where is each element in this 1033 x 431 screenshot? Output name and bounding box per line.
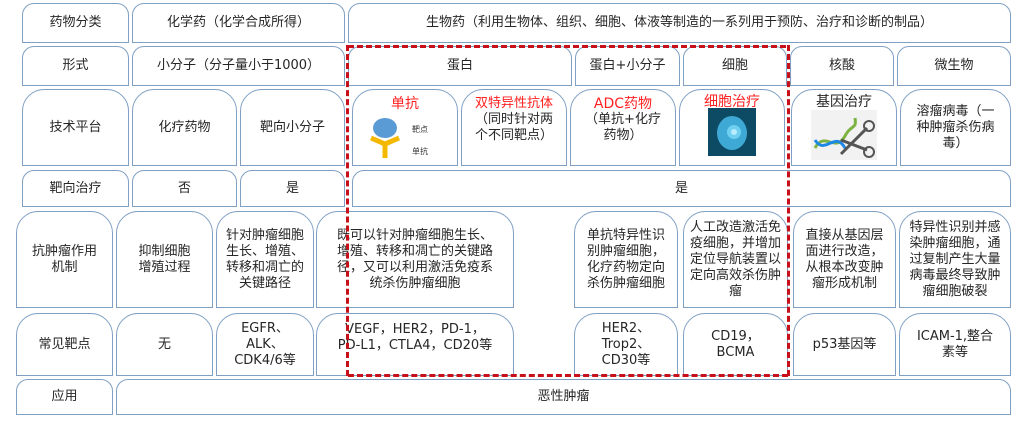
cell-targets-protein: VEGF，HER2，PD-1，PD-L1，CTLA4，CD20等 (316, 313, 514, 376)
cell-platform-oncolytic: 溶瘤病毒（一种肿瘤杀伤病毒） (900, 89, 1011, 166)
cell-form-nucleic-acid: 核酸 (790, 46, 894, 86)
row-label-form: 形式 (22, 46, 129, 86)
cell-image-icon (708, 108, 756, 156)
cell-form-protein-small: 蛋白+小分子 (575, 46, 680, 86)
cell-form-small-molecule: 小分子（分子量小于1000） (132, 46, 345, 86)
cell-targeted-bio: 是 (352, 170, 1011, 207)
cell-form-microbe: 微生物 (897, 46, 1011, 86)
bispecific-title: 双特异性抗体 (474, 96, 553, 111)
cell-mechanism-adc: 单抗特异性识别肿瘤细胞，化疗药物定向杀伤肿瘤细胞 (574, 211, 678, 308)
cell-platform-cell-therapy: 细胞治疗 (679, 89, 785, 166)
cell-form-cell: 细胞 (683, 46, 787, 86)
cell-targets-gene: p53基因等 (793, 313, 896, 376)
cell-targets-virus: ICAM-1,整合素等 (899, 313, 1011, 376)
bispecific-desc: （同时针对两个不同靶点） (474, 112, 553, 143)
target-label: 靶点 (412, 125, 428, 134)
cell-platform-adc: ADC药物 （单抗+化疗药物） (570, 89, 676, 166)
row-label-targets: 常见靶点 (16, 313, 113, 376)
antibody-icon (370, 118, 400, 158)
cell-platform-chemo: 化疗药物 (132, 89, 237, 166)
cell-targets-chemo: 无 (116, 313, 213, 376)
row-label-platform: 技术平台 (22, 89, 129, 166)
cell-mechanism-virus: 特异性识别并感染肿瘤细胞，通过复制产生大量病毒最终导致肿瘤细胞破裂 (899, 211, 1011, 308)
cell-targets-adc: HER2、Trop2、CD30等 (574, 313, 678, 376)
highlight-dash-right (787, 45, 790, 376)
cell-mechanism-small: 针对肿瘤细胞生长、增殖、转移和凋亡的关键路径 (216, 211, 314, 308)
row-label-targeted: 靶向治疗 (22, 170, 129, 207)
cell-targeted-small: 是 (240, 170, 345, 207)
antibody-label: 单抗 (412, 147, 428, 156)
cell-chemical-drug: 化学药（化学合成所得） (132, 3, 345, 43)
row-label-mechanism: 抗肿瘤作用机制 (16, 211, 113, 308)
cell-platform-bispecific: 双特异性抗体 （同时针对两个不同靶点） (461, 89, 567, 166)
row-label-classification: 药物分类 (22, 3, 129, 43)
cell-platform-targeted-small: 靶向小分子 (240, 89, 345, 166)
adc-title: ADC药物 (593, 96, 653, 112)
adc-desc: （单抗+化疗药物） (585, 112, 661, 143)
row-label-application: 应用 (16, 379, 113, 415)
cell-targets-small: EGFR、ALK、CDK4/6等 (216, 313, 314, 376)
cell-form-protein: 蛋白 (348, 46, 572, 86)
cell-biological-drug: 生物药（利用生物体、组织、细胞、体液等制造的一系列用于预防、治疗和诊断的制品） (348, 3, 1011, 43)
cell-targeted-chemo: 否 (132, 170, 237, 207)
cell-mechanism-cell: 人工改造激活免疫细胞，并增加定位导航装置以定向高效杀伤肿瘤 (683, 211, 788, 308)
cell-mechanism-gene: 直接从基因层面进行改造，从根本改变肿瘤形成机制 (793, 211, 896, 308)
dna-scissors-icon (811, 110, 877, 160)
cell-platform-gene-therapy: 基因治疗 (791, 89, 897, 166)
cell-mechanism-chemo: 抑制细胞增殖过程 (116, 211, 213, 308)
cell-therapy-title: 细胞治疗 (704, 94, 760, 110)
antibody-diagram: 靶点 单抗 (360, 112, 450, 158)
cell-application-value: 恶性肿瘤 (116, 379, 1011, 415)
gene-therapy-title: 基因治疗 (816, 94, 872, 110)
cell-platform-mab: 单抗 靶点 单抗 (352, 89, 458, 166)
cell-mechanism-protein: 既可以针对肿瘤细胞生长、增殖、转移和凋亡的关键路径，又可以利用激活免疫系统杀伤肿… (316, 211, 514, 308)
mab-title: 单抗 (391, 96, 419, 112)
cell-targets-cell: CD19，BCMA (683, 313, 788, 376)
